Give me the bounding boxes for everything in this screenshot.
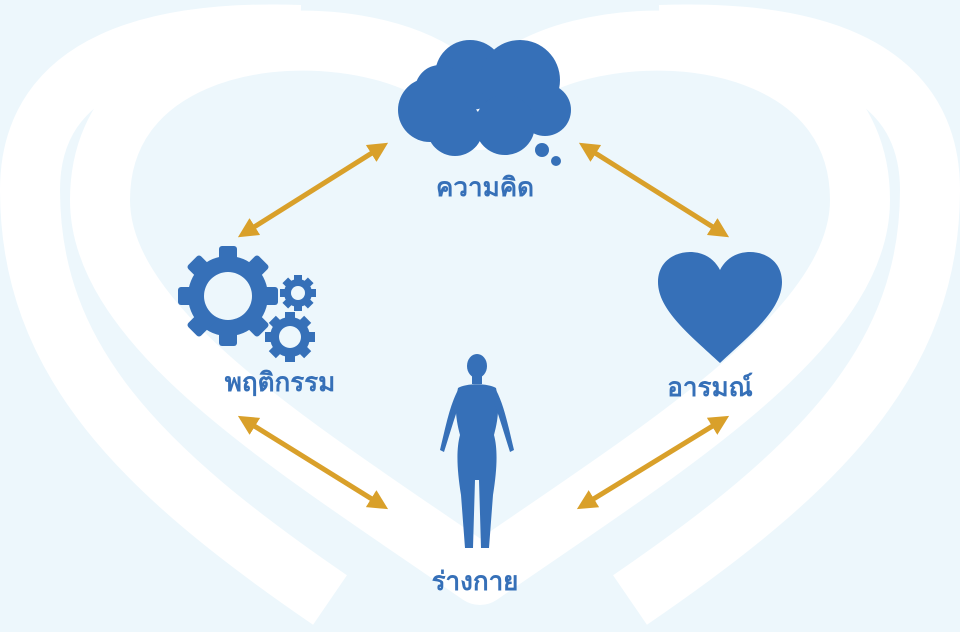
arrow-behavior-body [237, 415, 389, 510]
cloud-icon [398, 40, 571, 166]
arrow-emotion-body [576, 415, 730, 510]
gears-icon [178, 246, 316, 362]
thought-label: ความคิด [435, 173, 535, 203]
arrows [237, 142, 730, 510]
arrow-thought-emotion [578, 142, 730, 238]
emotion-label: อารมณ์ [667, 373, 753, 403]
arrow-thought-behavior [237, 142, 389, 238]
behavior-label: พฤติกรรม [224, 368, 336, 398]
heart-icon [658, 252, 782, 363]
human-body-icon [440, 354, 514, 548]
body-label: ร่างกาย [431, 567, 519, 597]
